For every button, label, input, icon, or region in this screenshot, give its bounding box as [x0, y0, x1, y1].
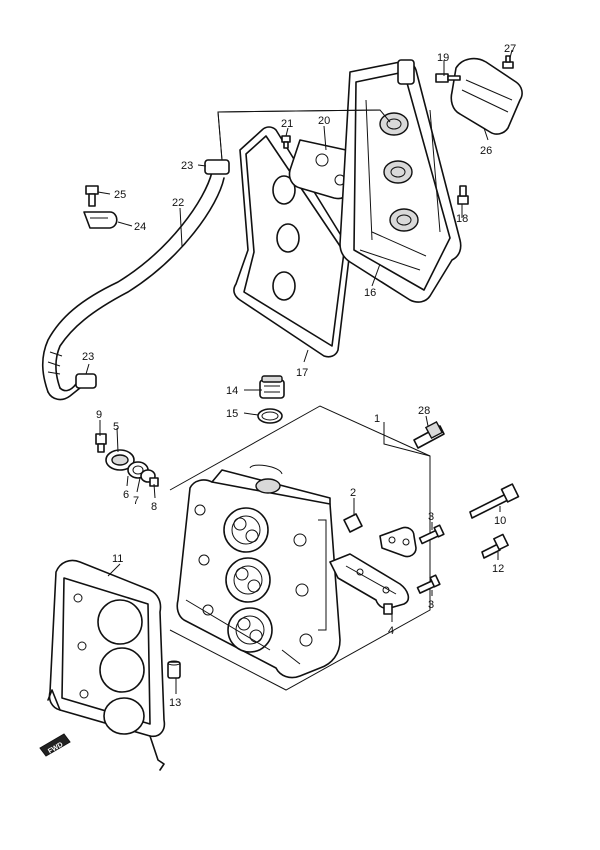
oil-plug	[259, 375, 285, 399]
callout-20: 20	[318, 115, 330, 127]
head-gasket	[47, 559, 166, 771]
callout-25: 25	[114, 189, 126, 201]
callout-19: 19	[437, 52, 449, 64]
callout-8: 8	[151, 501, 157, 513]
callout-5: 5	[113, 421, 119, 433]
callout-23-upper: 23	[181, 160, 193, 172]
callout-6: 6	[123, 489, 129, 501]
callout-3-lower: 3	[428, 599, 434, 611]
dowel-sleeve	[167, 660, 181, 679]
clip-bolt	[85, 185, 99, 207]
hose-clamp-upper	[204, 159, 230, 175]
callout-15: 15	[226, 408, 238, 420]
callout-7: 7	[133, 495, 139, 507]
bracket-lower	[329, 553, 410, 610]
hose-clip	[83, 211, 118, 229]
callout-24: 24	[134, 221, 146, 233]
callout-28: 28	[418, 405, 430, 417]
callout-16: 16	[364, 287, 376, 299]
callout-26: 26	[480, 145, 492, 157]
callout-11: 11	[112, 553, 123, 565]
head-cover-gasket	[233, 126, 351, 358]
callout-21: 21	[281, 118, 293, 130]
callout-labels: 1 2 3 3 4 5 6 7 8 9 10 11 12 13 14 15 16…	[82, 43, 516, 709]
callout-9: 9	[96, 409, 102, 421]
callout-1: 1	[374, 413, 380, 425]
callout-2: 2	[350, 487, 356, 499]
head-bolt-short	[481, 533, 509, 559]
cap-bolt	[95, 433, 107, 453]
callout-14: 14	[226, 385, 238, 397]
callout-27: 27	[504, 43, 516, 55]
callout-4: 4	[388, 625, 394, 637]
leader-lines	[85, 49, 513, 694]
bracket-upper	[379, 526, 417, 558]
callout-23-lower: 23	[82, 351, 94, 363]
callout-22: 22	[172, 197, 184, 209]
o-ring	[257, 408, 283, 424]
cover-screw	[502, 55, 514, 69]
breather-cover	[450, 57, 523, 135]
bracket-bolt-upper	[418, 524, 445, 545]
callout-12: 12	[492, 563, 504, 575]
cylinder-head	[169, 405, 431, 691]
callout-17: 17	[296, 367, 308, 379]
callout-3-upper: 3	[428, 511, 434, 523]
cylinder-head-cover	[339, 59, 462, 303]
cover-bolt-side	[457, 185, 469, 205]
callout-18: 18	[456, 213, 468, 225]
breather-hose	[41, 159, 230, 401]
plate-screw	[281, 135, 291, 149]
callout-13: 13	[169, 697, 181, 709]
cover-bolt-upper	[435, 73, 461, 83]
bracket-pin	[383, 603, 393, 615]
head-bolt-long	[469, 483, 520, 519]
bracket-bolt-lower	[416, 574, 441, 594]
side-cap	[105, 449, 135, 471]
forward-direction-badge: FWD	[39, 733, 71, 757]
callout-10: 10	[494, 515, 506, 527]
dowel-pin	[343, 513, 363, 533]
hose-clamp-lower	[75, 373, 97, 389]
spark-plug	[413, 420, 445, 449]
